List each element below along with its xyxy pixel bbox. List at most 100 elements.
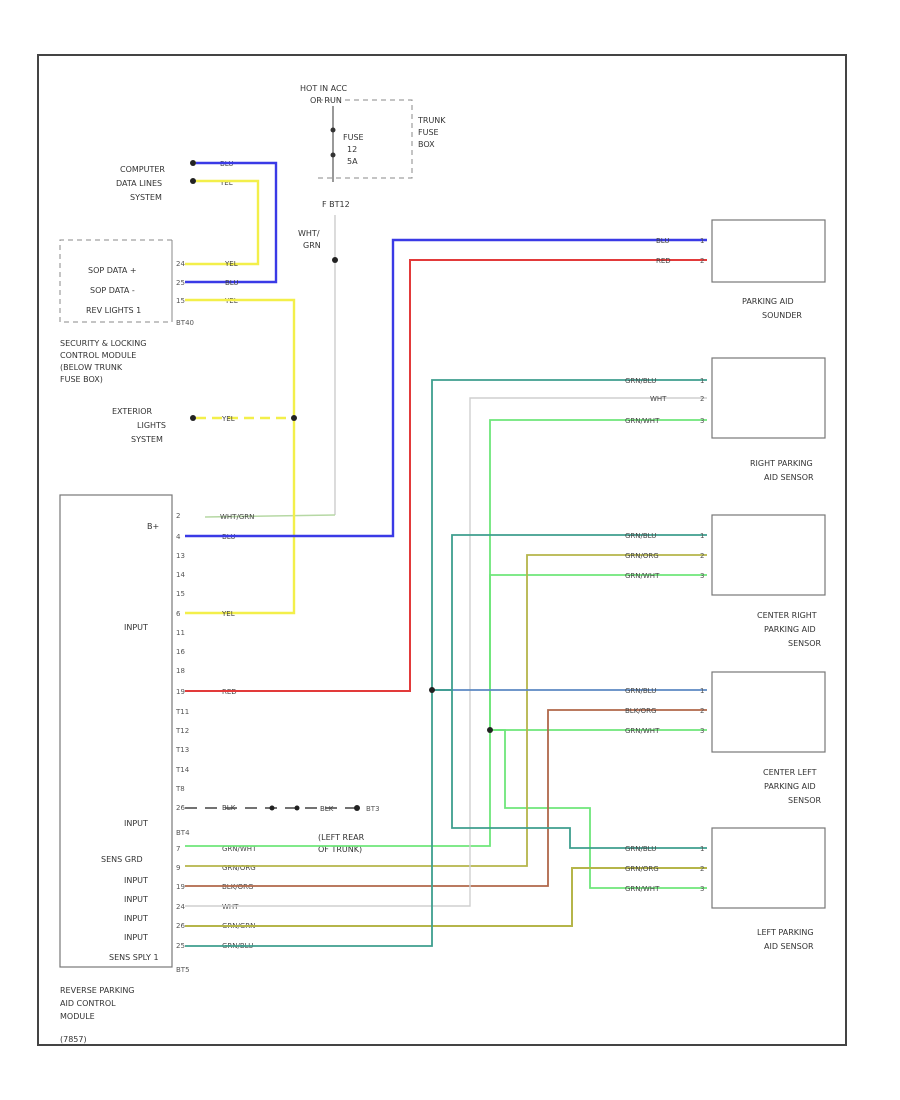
cm-input2-label: INPUT — [124, 819, 148, 828]
computer-data-line-1: COMPUTER — [120, 165, 165, 174]
cl-sensor-pin-3: 3 — [700, 727, 704, 735]
grn-blu-splice — [429, 687, 435, 693]
sounder-pin-2: 2 — [700, 257, 704, 265]
sec-pin-label-2: SOP DATA - — [90, 286, 135, 295]
ext-lights-splice — [291, 415, 297, 421]
l-sensor-wire-3: GRN/WHT — [625, 885, 660, 893]
grn-grn-to-l — [185, 867, 707, 927]
ground-connector: BT3 — [366, 805, 380, 813]
cr-sensor-wire-2: GRN/ORG — [625, 552, 659, 560]
right-sensor-wire-2: WHT — [650, 395, 667, 403]
ground-node-2 — [294, 805, 300, 811]
cl-sensor-wire-1: GRN/BLU — [625, 687, 656, 695]
sec-wire-1: YEL — [224, 260, 238, 268]
grn-blu-bus — [185, 379, 707, 947]
cm-pin-a-2: 4 — [176, 533, 181, 541]
sec-connector: BT40 — [176, 319, 194, 327]
sec-label-3: (BELOW TRUNK — [60, 363, 123, 372]
cm-wire-b-1: GRN/WHT — [222, 845, 257, 853]
cm-pin-a-16: 26 — [176, 804, 185, 812]
data-wire-yel — [185, 179, 260, 266]
cm-wire-yel: YEL — [221, 610, 235, 618]
data-wire2-label: YEL — [219, 179, 233, 187]
sounder-wire-1: BLU — [656, 237, 669, 245]
computer-data-line-3: SYSTEM — [130, 193, 162, 202]
cm-wire-bplus: WHT/GRN — [220, 513, 254, 521]
cm-pin-a-1: 2 — [176, 512, 180, 520]
fuse-box-outline — [318, 99, 413, 179]
l-sensor-label-2: AID SENSOR — [764, 942, 814, 951]
sec-label-4: FUSE BOX) — [60, 375, 103, 384]
cl-sensor-pin-1: 1 — [700, 687, 704, 695]
hot-label: HOT IN ACC — [300, 84, 348, 93]
cm-pin-a-15: T8 — [175, 785, 185, 793]
cm-pin-b-5: 26 — [176, 922, 185, 930]
sec-label-2: CONTROL MODULE — [60, 351, 136, 360]
cm-pin-a-9: 18 — [176, 667, 185, 675]
cm-connector-b: BT4 — [176, 829, 190, 837]
cm-pin-a-5: 15 — [176, 590, 185, 598]
cm-pin-b-4: 24 — [176, 903, 185, 911]
cm-input4-label: INPUT — [124, 895, 148, 904]
ground-wire-label: BLK — [320, 805, 334, 813]
ground-label-1: (LEFT REAR — [318, 833, 365, 842]
ground-node-1 — [269, 805, 275, 811]
fuse-node-top — [330, 127, 336, 133]
sounder-label-2: SOUNDER — [762, 311, 802, 320]
cr-sensor-pin-2: 2 — [700, 552, 704, 560]
cm-label-3: MODULE — [60, 1012, 95, 1021]
cm-pin-a-13: T13 — [175, 746, 189, 754]
grn-blu-to-l — [432, 689, 707, 849]
right-sensor-pin-1: 1 — [700, 377, 704, 385]
sec-pin-label-3: REV LIGHTS 1 — [86, 306, 141, 315]
ground-label-2: OF TRUNK) — [318, 845, 362, 854]
sec-pin-1: 24 — [176, 260, 185, 268]
cm-label-2: AID CONTROL — [60, 999, 116, 1008]
ext-lights-line-3: SYSTEM — [131, 435, 163, 444]
cr-sensor-label-1: CENTER RIGHT — [757, 611, 817, 620]
right-sensor-box — [711, 357, 826, 439]
cm-pin-a-4: 14 — [176, 571, 185, 579]
grn-blu-to-cr — [432, 534, 707, 691]
cm-pin-a-7: 11 — [176, 629, 185, 637]
l-sensor-pin-2: 2 — [700, 865, 704, 873]
grn-wht-to-cr — [489, 574, 707, 730]
cl-sensor-label-1: CENTER LEFT — [763, 768, 817, 777]
cm-pins-a: 2 4 13 14 15 6 11 16 18 19 T11 T12 T13 T… — [175, 512, 190, 812]
cr-sensor-wire-1: GRN/BLU — [625, 532, 656, 540]
control-module-box — [59, 494, 173, 968]
rev-lights-wire — [185, 298, 296, 615]
l-sensor-wire-1: GRN/BLU — [625, 845, 656, 853]
left-sensor-box — [711, 827, 826, 909]
cm-pin-a-8: 16 — [176, 648, 185, 656]
cm-pin-a-12: T12 — [175, 727, 189, 735]
ext-lights-node — [190, 415, 196, 421]
grn-wht-to-l — [490, 729, 707, 889]
cl-sensor-pin-2: 2 — [700, 707, 704, 715]
cr-sensor-pin-1: 1 — [700, 532, 704, 540]
cm-pin-b-2: 9 — [176, 864, 180, 872]
diagram-frame — [37, 54, 847, 1046]
wht-to-r — [185, 397, 707, 907]
cm-input3-label: INPUT — [124, 876, 148, 885]
data-node-2 — [190, 178, 196, 184]
ext-lights-line-2: LIGHTS — [137, 421, 166, 430]
cm-pin-a-11: T11 — [175, 708, 189, 716]
cm-input5-label: INPUT — [124, 914, 148, 923]
cr-sensor-wire-3: GRN/WHT — [625, 572, 660, 580]
fuse-amps: 5A — [347, 157, 358, 166]
l-sensor-pin-3: 3 — [700, 885, 704, 893]
l-sensor-pin-1: 1 — [700, 845, 704, 853]
fuse-box-line-3: BOX — [418, 140, 435, 149]
sec-label-1: SECURITY & LOCKING — [60, 339, 146, 348]
cm-senssply-label: SENS SPLY 1 — [109, 953, 159, 962]
cm-input1-label: INPUT — [124, 623, 148, 632]
sec-pin-2: 25 — [176, 279, 185, 287]
cm-wire-b-4: WHT — [222, 903, 239, 911]
cm-pin-a-3: 13 — [176, 552, 185, 560]
cl-sensor-label-3: SENSOR — [788, 796, 821, 805]
bus-grn-wht — [185, 419, 707, 847]
cm-pin-b-6: 25 — [176, 942, 185, 950]
sec-wire-2: BLU — [225, 279, 238, 287]
sounder-label-1: PARKING AID — [742, 297, 794, 306]
